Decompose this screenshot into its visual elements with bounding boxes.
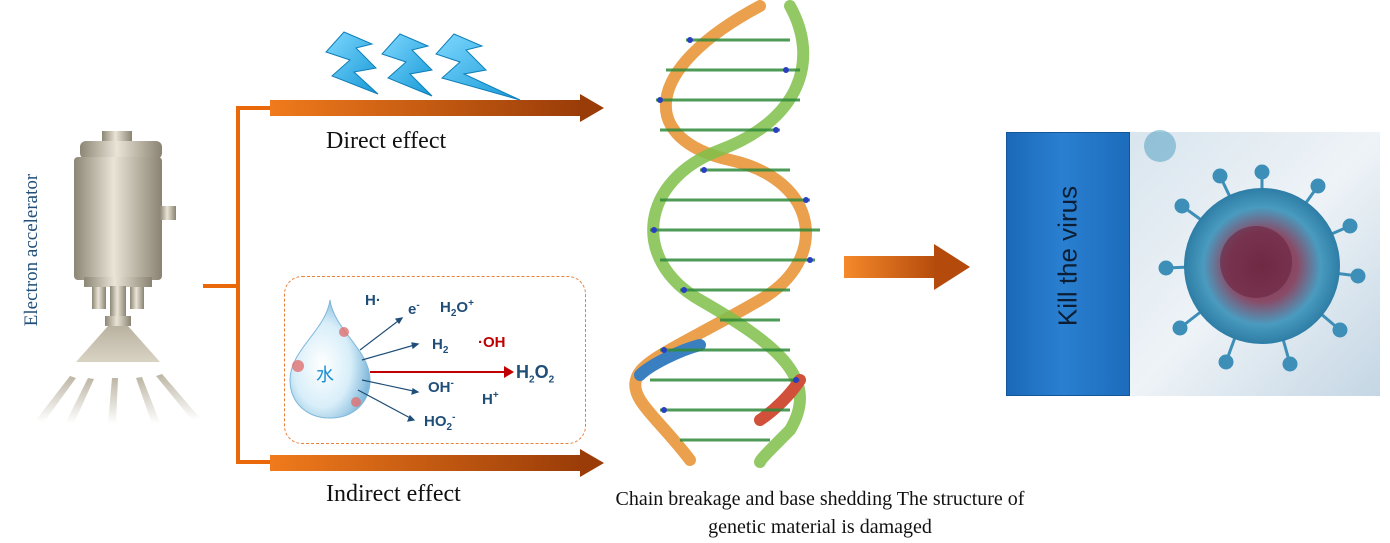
ho2-minus-species: HO2-	[424, 412, 456, 433]
h2-species: H2	[432, 336, 449, 356]
virus-icon	[1130, 130, 1380, 396]
lightning-bolt-icon	[325, 31, 521, 101]
caption-line-2: genetic material is damaged	[708, 516, 932, 538]
indirect-effect-label: Indirect effect	[326, 481, 461, 507]
water-character: 水	[316, 365, 334, 386]
oh-minus-species: OH-	[428, 378, 454, 396]
electron-accelerator-label: Electron accelerator	[21, 173, 42, 327]
caption-line-1: Chain breakage and base shedding The str…	[615, 488, 1025, 510]
direct-effect-label: Direct effect	[326, 128, 447, 154]
kill-the-virus-label: Kill the virus	[1052, 185, 1083, 327]
dna-damage-caption: Chain breakage and base shedding The str…	[560, 485, 1080, 541]
kill-the-virus-panel	[1006, 132, 1130, 396]
electron-accelerator-icon	[36, 131, 200, 424]
direct-effect-arrow	[270, 94, 604, 122]
radiolysis-box	[284, 276, 586, 444]
h-plus-species: H+	[482, 390, 499, 408]
h2o2-species: H2O2	[516, 362, 555, 386]
main-reaction-arrow	[370, 366, 514, 378]
electron-species: e-	[408, 300, 420, 318]
indirect-effect-arrow	[270, 449, 604, 477]
kill-arrow	[844, 244, 970, 290]
h-radical: H·	[365, 292, 381, 309]
dna-helix-icon	[629, 0, 820, 468]
connector-lines	[203, 106, 272, 464]
oh-radical-species: ·OH	[478, 334, 506, 351]
water-drop-icon	[289, 299, 371, 419]
reaction-arrows	[357, 317, 420, 422]
h2o-plus-species: H2O+	[440, 298, 474, 319]
